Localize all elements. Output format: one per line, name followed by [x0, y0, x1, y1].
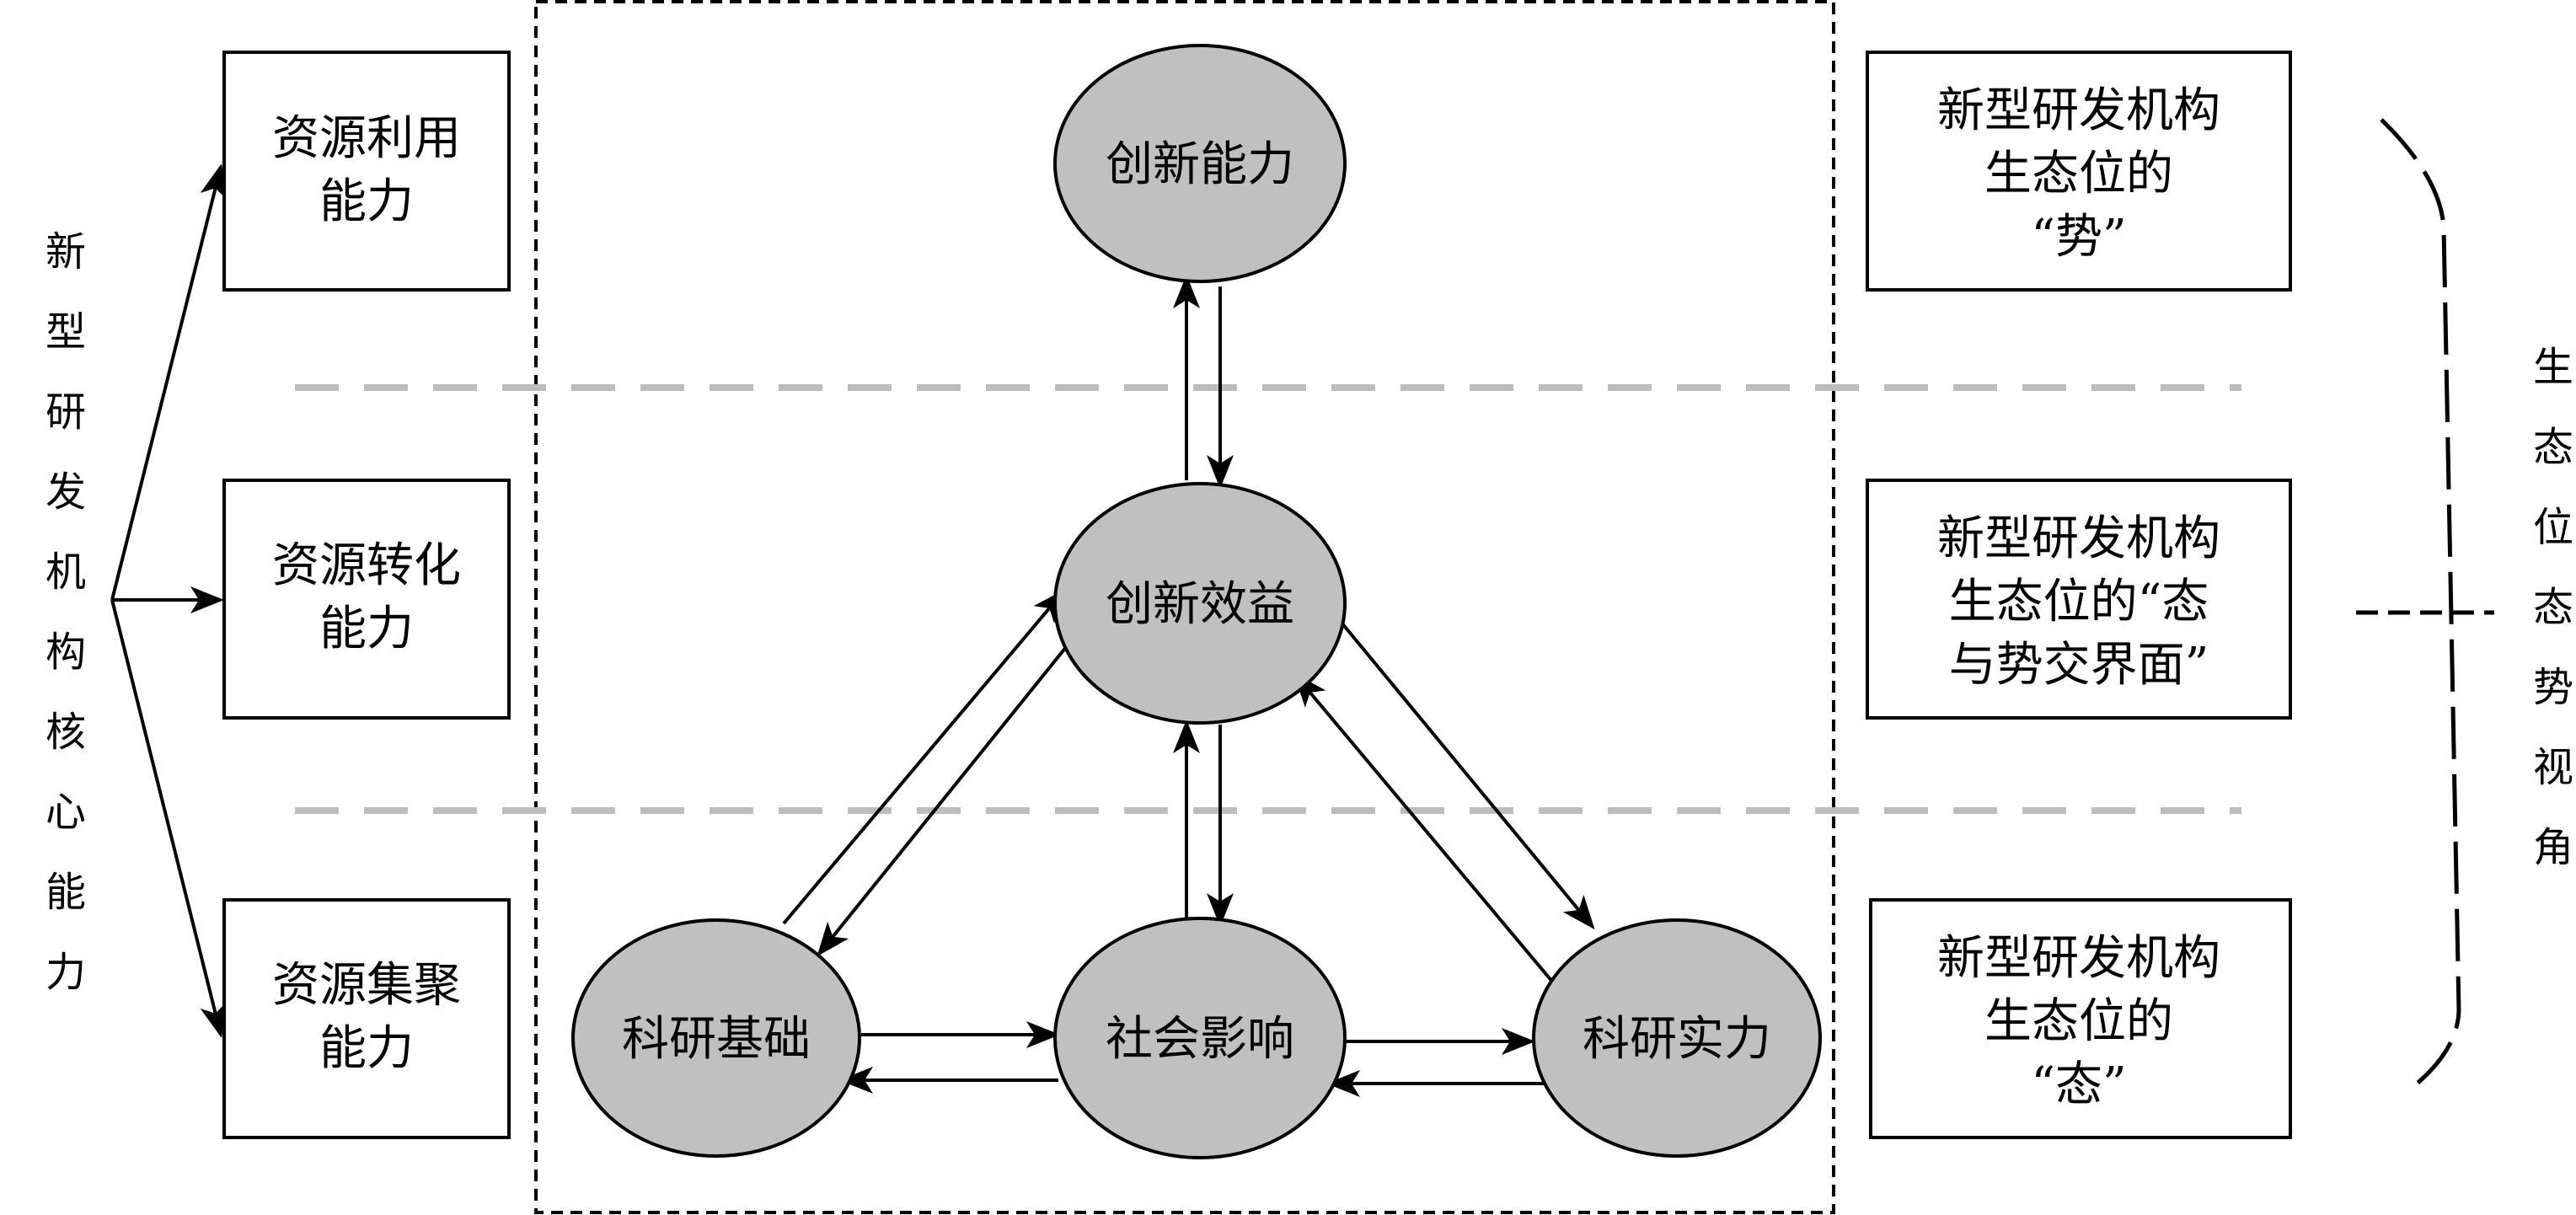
niche-line: 生态位的 [1984, 994, 2173, 1049]
node-innovation-benefit: 创新效益 [1053, 482, 1347, 725]
branch-arrow-utilization [110, 163, 227, 601]
node-social-influence: 社会影响 [1053, 917, 1347, 1159]
core-capability-char: 能 [46, 869, 86, 916]
arrow-benefit-to-strength [1328, 607, 1595, 930]
niche-box-state: 新型研发机构 生态位的 “态” [1869, 898, 2292, 1139]
capability-box-agglomeration: 资源集聚 能力 [222, 898, 511, 1139]
niche-box-momentum: 新型研发机构 生态位的 “势” [1866, 51, 2292, 292]
niche-line: 新型研发机构 [1937, 83, 2220, 138]
node-label: 社会影响 [1106, 1012, 1294, 1067]
niche-perspective-label: 生 态 位 态 势 视 角 [2533, 344, 2573, 871]
capability-line: 资源集聚 [272, 958, 461, 1013]
niche-line: “势” [2031, 210, 2126, 265]
node-innovation-ability: 创新能力 [1053, 44, 1347, 283]
node-label: 科研基础 [622, 1012, 811, 1067]
node-research-foundation: 科研基础 [571, 918, 861, 1158]
core-capability-char: 心 [46, 789, 86, 836]
core-capability-char: 构 [46, 629, 86, 676]
niche-perspective-char: 位 [2533, 504, 2573, 551]
core-capability-char: 研 [46, 388, 86, 436]
branch-arrow-agglomeration [110, 599, 227, 1038]
capability-box-transformation: 资源转化 能力 [222, 479, 511, 720]
node-research-strength: 科研实力 [1532, 918, 1822, 1158]
central-frame [534, 0, 1835, 1214]
niche-perspective-char: 态 [2533, 424, 2573, 471]
arrow-strength-to-benefit [1293, 672, 1559, 989]
capability-branch-arrows [110, 163, 227, 1038]
core-capability-char: 机 [46, 549, 86, 596]
capability-line: 资源转化 [272, 538, 461, 593]
node-label: 科研实力 [1583, 1012, 1771, 1067]
niche-line: 生态位的 [1984, 147, 2173, 201]
capability-line: 能力 [319, 174, 414, 229]
capability-line: 能力 [319, 1021, 414, 1076]
core-capability-char: 新 [46, 228, 86, 276]
niche-line: 生态位的“态 [1949, 575, 2209, 629]
niche-line: 与势交界面” [1949, 638, 2209, 693]
core-capability-char: 力 [46, 949, 86, 996]
niche-perspective-char: 态 [2533, 584, 2573, 631]
niche-perspective-char: 势 [2533, 664, 2573, 711]
capability-line: 资源利用 [272, 111, 461, 166]
core-capability-label: 新 型 研 发 机 构 核 心 能 力 [46, 228, 86, 996]
niche-perspective-char: 角 [2533, 824, 2573, 871]
niche-perspective-char: 视 [2533, 744, 2573, 791]
core-capability-char: 型 [46, 308, 86, 356]
niche-line: “态” [2031, 1057, 2126, 1112]
network-arrows [782, 275, 1595, 1097]
niche-line: 新型研发机构 [1937, 931, 2220, 986]
arrow-benefit-to-foundation [817, 624, 1085, 957]
niche-perspective-char: 生 [2533, 344, 2573, 391]
capability-box-utilization: 资源利用 能力 [222, 51, 511, 292]
node-label: 创新效益 [1106, 577, 1294, 632]
capability-line: 能力 [319, 602, 414, 656]
niche-box-interface: 新型研发机构 生态位的“态 与势交界面” [1866, 479, 2292, 720]
niche-line: 新型研发机构 [1937, 511, 2220, 566]
core-capability-char: 核 [46, 709, 86, 756]
node-label: 创新能力 [1106, 137, 1294, 192]
arrow-foundation-to-benefit [782, 588, 1066, 925]
core-capability-char: 发 [46, 468, 86, 516]
niche-brace [2356, 118, 2494, 1094]
